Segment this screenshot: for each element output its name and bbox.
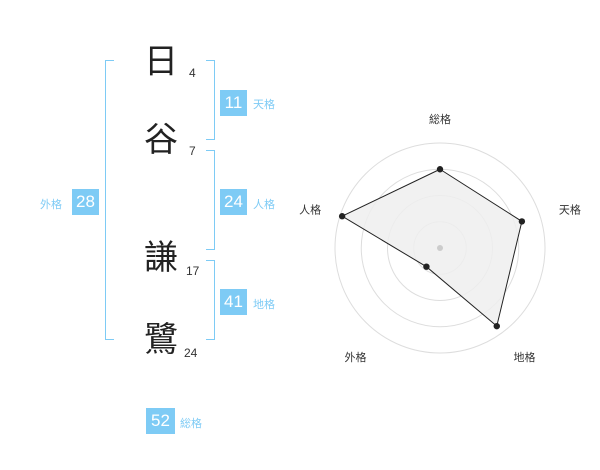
jinkaku-label: 人格	[253, 198, 275, 211]
radar-axis-label: 外格	[345, 350, 367, 364]
jinkaku-bracket	[206, 150, 215, 250]
radar-point-3	[493, 322, 500, 330]
stroke-count-2: 7	[189, 144, 196, 158]
radar-axis-label: 総格	[429, 112, 451, 126]
name-char-4: 鷺	[144, 320, 178, 360]
tenkaku-label: 天格	[253, 98, 275, 111]
name-char-3: 謙	[144, 238, 178, 278]
radar-axis-label: 天格	[559, 202, 581, 216]
tenkaku-bracket	[206, 60, 215, 140]
radar-axis-label: 地格	[513, 350, 535, 364]
gaikaku-value: 28	[72, 189, 99, 215]
name-char-1: 日	[144, 42, 178, 82]
stroke-count-1: 4	[189, 66, 196, 80]
radar-ring	[334, 142, 546, 354]
radar-center-dot	[437, 245, 443, 251]
tenkaku-value: 11	[220, 90, 247, 116]
radar-area	[341, 168, 523, 328]
radar-axis-label: 人格	[299, 202, 321, 216]
gaikaku-label: 外格	[40, 198, 62, 211]
chikaku-label: 地格	[253, 298, 275, 311]
chikaku-bracket	[206, 260, 215, 340]
soukaku-label: 総格	[180, 417, 202, 430]
soukaku-value: 52	[146, 408, 175, 434]
jinkaku-value: 24	[220, 189, 247, 215]
name-char-2: 谷	[144, 120, 178, 160]
radar-point-2	[518, 218, 526, 225]
radar-point-4	[423, 263, 430, 270]
radar-point-1	[436, 166, 444, 173]
radar-point-5	[338, 213, 346, 220]
stroke-count-3: 17	[186, 264, 200, 278]
stroke-count-4: 24	[184, 346, 198, 360]
gaikaku-bracket	[105, 60, 114, 340]
chikaku-value: 41	[220, 289, 247, 315]
